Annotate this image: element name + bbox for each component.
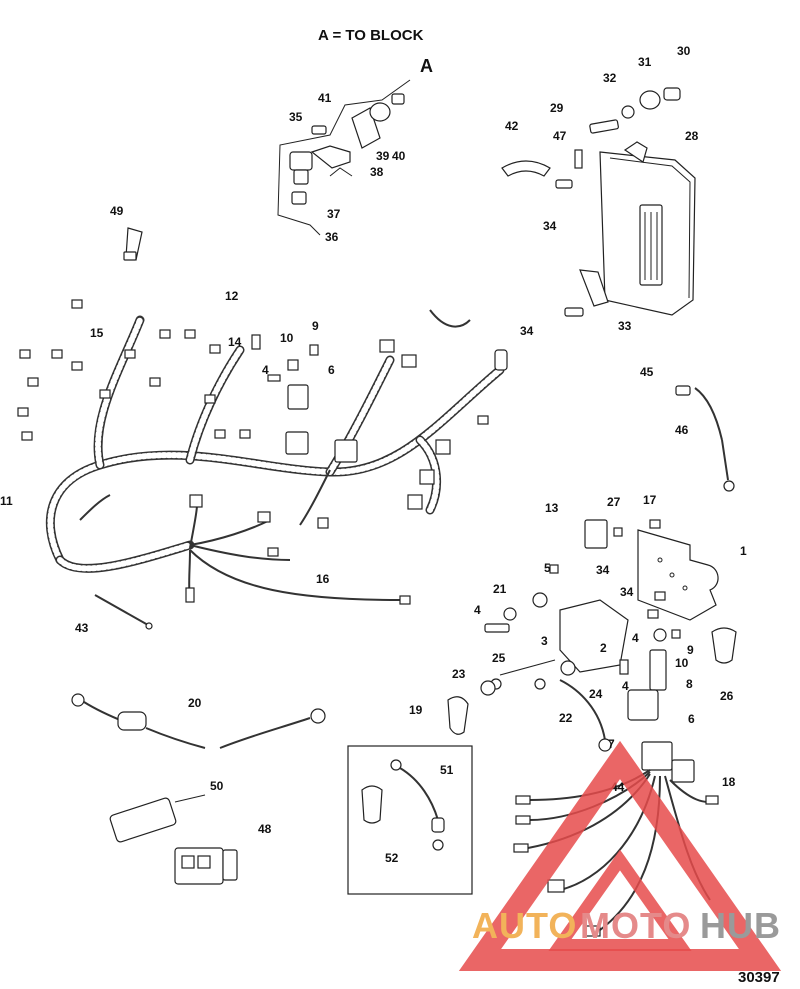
figure-number: 30397 (738, 969, 780, 986)
callout-4-plate: 4 (632, 631, 639, 645)
bracket-33 (579, 269, 609, 307)
clamp-42 (501, 149, 583, 189)
callout-32: 32 (603, 71, 617, 85)
callout-4-relay: 4 (622, 679, 629, 693)
ecm-module (579, 141, 696, 316)
inset-box (347, 745, 473, 895)
callout-34-clamp: 34 (543, 219, 557, 233)
callout-17: 17 (643, 493, 657, 507)
callout-41: 41 (318, 91, 332, 105)
watermark-text-hub: HUB (700, 905, 781, 946)
callout-9-plate: 9 (687, 643, 694, 657)
watermark: AUTO MOTO HUB (458, 740, 782, 971)
callout-5: 5 (544, 561, 551, 575)
harness-connectors (17, 299, 508, 605)
boot-52 (361, 785, 383, 824)
callout-35: 35 (289, 110, 303, 124)
callout-52: 52 (385, 851, 399, 865)
callout-6-relay: 6 (688, 712, 695, 726)
callout-46: 46 (675, 423, 689, 437)
view-letter-a: A (420, 56, 433, 76)
cable-tie-43 (94, 594, 153, 630)
clamp-38 (310, 145, 351, 169)
callout-23: 23 (452, 667, 466, 681)
solenoid-assembly (447, 564, 737, 752)
callout-28: 28 (685, 129, 699, 143)
callout-34-plate: 34 (596, 563, 610, 577)
callout-3: 3 (541, 634, 548, 648)
callout-16: 16 (316, 572, 330, 586)
callout-21: 21 (493, 582, 507, 596)
harness-small-parts (251, 334, 319, 410)
callout-48: 48 (258, 822, 272, 836)
battery-cable-20 (71, 693, 326, 749)
callout-31: 31 (638, 55, 652, 69)
callout-27: 27 (607, 495, 621, 509)
ground-strap-46 (675, 385, 735, 492)
callout-18: 18 (722, 775, 736, 789)
boot-19 (447, 696, 469, 735)
relay-13 (584, 519, 608, 549)
callout-29: 29 (550, 101, 564, 115)
ecm-fasteners (564, 87, 681, 317)
callout-38: 38 (370, 165, 384, 179)
callout-11: 11 (0, 494, 13, 508)
callout-43: 43 (75, 621, 89, 635)
callout-40: 40 (392, 149, 406, 163)
callout-1: 1 (740, 544, 747, 558)
callout-39: 39 (376, 149, 390, 163)
callout-37: 37 (327, 207, 341, 221)
callout-19: 19 (409, 703, 423, 717)
callout-4-harness: 4 (262, 363, 269, 377)
nut-5 (532, 592, 548, 608)
main-wiring-harness (45, 315, 505, 601)
callout-8: 8 (686, 677, 693, 691)
connector-50 (109, 794, 206, 843)
diagram-header: A = TO BLOCK (318, 27, 424, 44)
callout-6-harness: 6 (328, 363, 335, 377)
callout-30: 30 (677, 44, 691, 58)
watermark-text-moto: MOTO (580, 905, 691, 946)
callout-13: 13 (545, 501, 559, 515)
callout-34-plate2: 34 (620, 585, 634, 599)
callout-50: 50 (210, 779, 224, 793)
callout-34-ecm: 34 (520, 324, 534, 338)
connector-48 (174, 847, 238, 885)
callout-9-harness: 9 (312, 319, 319, 333)
callout-33: 33 (618, 319, 632, 333)
callout-36: 36 (325, 230, 339, 244)
callout-25: 25 (492, 651, 506, 665)
callout-10-harness: 10 (280, 331, 294, 345)
callout-22: 22 (559, 711, 573, 725)
bolt-4 (484, 623, 510, 633)
callout-47: 47 (553, 129, 567, 143)
sensor-body (289, 151, 313, 171)
sensor-assembly (277, 79, 411, 236)
callout-26: 26 (720, 689, 734, 703)
sensor-plug (291, 191, 307, 205)
callout-45: 45 (640, 365, 654, 379)
callout-4-solenoid: 4 (474, 603, 481, 617)
callout-12: 12 (225, 289, 239, 303)
watermark-text-auto: AUTO (472, 905, 577, 946)
callout-49: 49 (110, 204, 124, 218)
callout-2: 2 (600, 641, 607, 655)
relay-6 (627, 689, 659, 721)
grommet-40 (369, 102, 391, 122)
callout-42: 42 (505, 119, 519, 133)
callout-7: 7 (608, 737, 615, 751)
boot-26 (711, 627, 737, 664)
callout-24: 24 (589, 687, 603, 701)
bolt-41 (311, 125, 327, 135)
callout-15: 15 (90, 326, 104, 340)
grommet-10 (653, 628, 667, 642)
relay-mounting-plate (584, 519, 719, 621)
callout-51: 51 (440, 763, 454, 777)
callout-14: 14 (228, 335, 242, 349)
fitting-49 (123, 227, 143, 261)
callout-10-plate: 10 (675, 656, 689, 670)
callout-20: 20 (188, 696, 202, 710)
